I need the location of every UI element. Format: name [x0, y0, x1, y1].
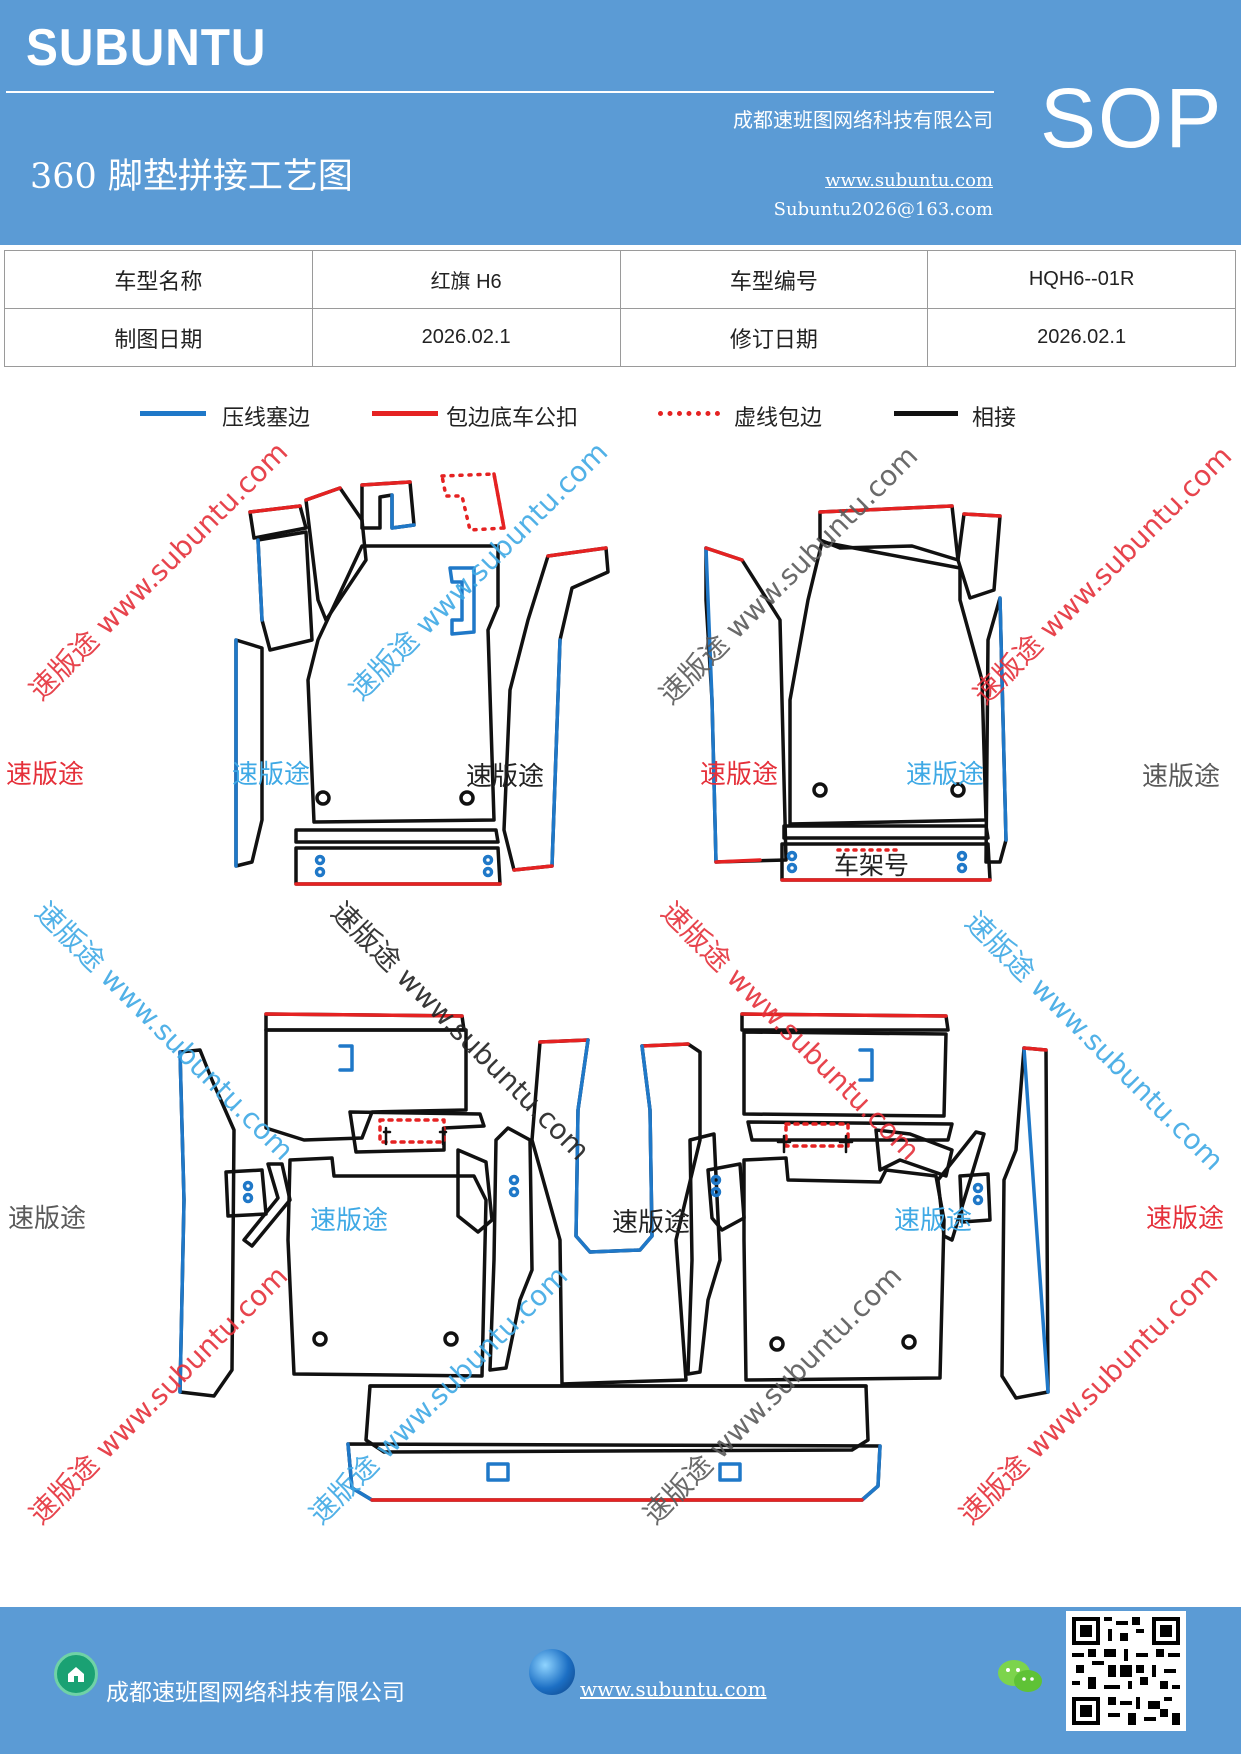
front-left-mat-group — [234, 472, 610, 886]
revise-date-label: 修订日期 — [619, 308, 929, 367]
table-row: 车型名称 红旗 H6 车型编号 HQH6--01R — [4, 250, 1236, 309]
front-right-sill-strip — [782, 824, 990, 840]
footer-website-link[interactable]: www.subuntu.com — [580, 1677, 767, 1701]
header-divider — [6, 91, 994, 93]
mat-pieces-svg — [178, 472, 1050, 1502]
anchor-hole — [901, 1334, 917, 1350]
front-left-side-piece — [256, 530, 314, 652]
rear-right-console-pad — [706, 1162, 746, 1232]
watermark-text: 速版途 — [700, 760, 779, 790]
header-banner: SUBUNTU 成都速班图网络科技有限公司 SOP 360 脚垫拼接工艺图 ww… — [0, 0, 1241, 245]
header-email: Subuntu2026@163.com — [773, 199, 993, 220]
rear-left-arm-piece — [242, 1162, 292, 1248]
rear-left-back-panel — [264, 1028, 468, 1142]
anchor-hole — [315, 790, 331, 806]
vehicle-info-table: 车型名称 红旗 H6 车型编号 HQH6--01R 制图日期 2026.02.1… — [4, 250, 1236, 367]
watermark-text: 速版途 — [8, 1204, 87, 1234]
front-left-top-clip — [360, 480, 416, 530]
revise-date-value: 2026.02.1 — [927, 308, 1236, 367]
legend-swatch-black — [894, 411, 958, 416]
rear-right-wedge — [874, 1128, 954, 1178]
draw-date-label: 制图日期 — [4, 308, 313, 367]
anchor-hole — [812, 782, 828, 798]
sill-slot — [486, 1462, 510, 1482]
front-left-sill-strip — [294, 828, 500, 844]
rear-center-right-pillar — [686, 1132, 722, 1376]
rear-mat-group — [178, 1012, 1050, 1502]
home-icon — [54, 1652, 98, 1696]
legend-label: 相接 — [972, 406, 1017, 431]
mat-splicing-diagram: 车架号 速版途 速版途 速版途 速版途 速版途 速版途 速版途 速版途 速版途 … — [0, 435, 1241, 1600]
watermark-text: 速版途 — [612, 1208, 691, 1238]
model-name-label: 车型名称 — [4, 250, 313, 309]
table-row: 制图日期 2026.02.1 修订日期 2026.02.1 — [4, 308, 1236, 367]
legend-item-joint: 相接 — [894, 396, 1034, 436]
anchor-hole — [459, 790, 475, 806]
legend-swatch-blue — [140, 411, 206, 416]
watermark-text: 速版途 — [6, 760, 85, 790]
draw-date-value: 2026.02.1 — [311, 308, 621, 367]
front-right-corner-piece — [956, 512, 1002, 600]
legend-label: 压线塞边 — [222, 406, 311, 431]
anchor-hole — [443, 1331, 459, 1347]
rear-right-arm-piece — [936, 1130, 986, 1242]
rear-center-left-pillar — [488, 1126, 534, 1372]
rear-right-main-mat — [742, 1156, 946, 1382]
rear-right-seat-strip — [746, 1120, 954, 1142]
watermark-text: 速版途 — [232, 760, 311, 790]
legend-label: 虚线包边 — [734, 406, 823, 431]
front-left-dashed-tab — [440, 472, 506, 532]
globe-icon — [529, 1649, 575, 1695]
watermark-text: 速版途 — [894, 1206, 973, 1236]
model-code-label: 车型编号 — [619, 250, 929, 309]
header-company: 成都速班图网络科技有限公司 — [733, 108, 993, 132]
front-left-sill-cover — [294, 846, 502, 886]
sop-label: SOP — [1040, 71, 1224, 165]
legend-swatch-red — [372, 411, 438, 416]
legend-item-wrap-edge: 包边底车公扣 — [372, 396, 612, 436]
footer-banner: 成都速班图网络科技有限公司 www.subuntu.com — [0, 1607, 1241, 1754]
rear-left-console-pad — [456, 1148, 494, 1234]
page-title: 360 脚垫拼接工艺图 — [30, 157, 353, 197]
brand-logo: SUBUNTU — [26, 19, 267, 77]
anchor-hole — [950, 782, 966, 798]
legend-item-press-line: 压线塞边 — [140, 396, 340, 436]
qr-code[interactable] — [1066, 1611, 1186, 1731]
footer-company: 成都速班图网络科技有限公司 — [106, 1680, 405, 1706]
rear-right-back-panel — [742, 1030, 948, 1118]
front-right-mat-group — [704, 504, 1008, 882]
sill-slot — [718, 1462, 742, 1482]
watermark-text: 速版途 — [466, 762, 545, 792]
rear-right-pillar — [1000, 1046, 1050, 1400]
front-left-clip-outline — [448, 566, 476, 636]
vin-label: 车架号 — [834, 851, 910, 880]
wechat-icon — [996, 1657, 1044, 1697]
front-left-pillar — [234, 638, 264, 868]
header-website-link[interactable]: www.subuntu.com — [825, 170, 993, 191]
model-name-value: 红旗 H6 — [311, 250, 621, 309]
legend-label: 包边底车公扣 — [446, 406, 579, 431]
anchor-hole — [769, 1336, 785, 1352]
anchor-hole — [312, 1331, 328, 1347]
legend-item-dashed-wrap: 虚线包边 — [658, 396, 858, 436]
rear-left-main-mat — [286, 1156, 488, 1378]
watermark-text: 速版途 — [1142, 762, 1221, 792]
watermark-text: 速版途 — [310, 1206, 389, 1236]
model-code-value: HQH6--01R — [927, 250, 1236, 309]
front-left-main-mat — [306, 544, 500, 824]
watermark-text: 速版途 — [906, 760, 985, 790]
watermark-text: 速版途 — [1146, 1204, 1225, 1234]
legend-swatch-red-dashed — [658, 411, 720, 416]
